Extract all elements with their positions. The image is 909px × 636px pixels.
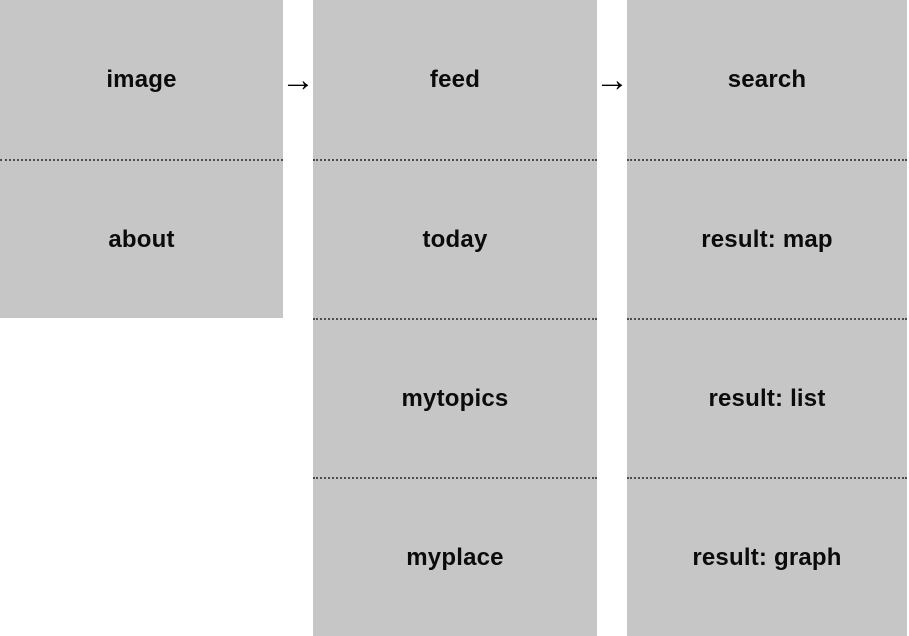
cell-about[interactable]: about <box>0 159 283 318</box>
cell-search[interactable]: search <box>627 0 907 159</box>
cell-result-map[interactable]: result: map <box>627 159 907 318</box>
arrow-right-icon: → <box>595 60 629 99</box>
cell-result-graph[interactable]: result: graph <box>627 477 907 636</box>
cell-image-label: image <box>106 65 177 93</box>
cell-mytopics-label: mytopics <box>401 384 509 412</box>
cell-result-list[interactable]: result: list <box>627 318 907 477</box>
cell-today-label: today <box>422 225 488 253</box>
flow-arrow-feed-to-search: → <box>595 0 629 159</box>
cell-myplace[interactable]: myplace <box>313 477 597 636</box>
cell-about-label: about <box>108 225 175 253</box>
column-search: search result: map result: list result: … <box>627 0 907 636</box>
flow-arrow-image-to-feed: → <box>281 0 315 159</box>
column-image: image about <box>0 0 283 318</box>
cell-result-list-label: result: list <box>708 384 826 412</box>
column-feed: feed today mytopics myplace <box>313 0 597 636</box>
cell-image[interactable]: image <box>0 0 283 159</box>
arrow-right-icon: → <box>281 60 315 99</box>
cell-myplace-label: myplace <box>406 543 504 571</box>
cell-feed-label: feed <box>429 65 481 93</box>
cell-result-map-label: result: map <box>701 225 833 253</box>
cell-result-graph-label: result: graph <box>692 543 842 571</box>
cell-today[interactable]: today <box>313 159 597 318</box>
cell-feed[interactable]: feed <box>313 0 597 159</box>
cell-search-label: search <box>727 65 807 93</box>
cell-mytopics[interactable]: mytopics <box>313 318 597 477</box>
